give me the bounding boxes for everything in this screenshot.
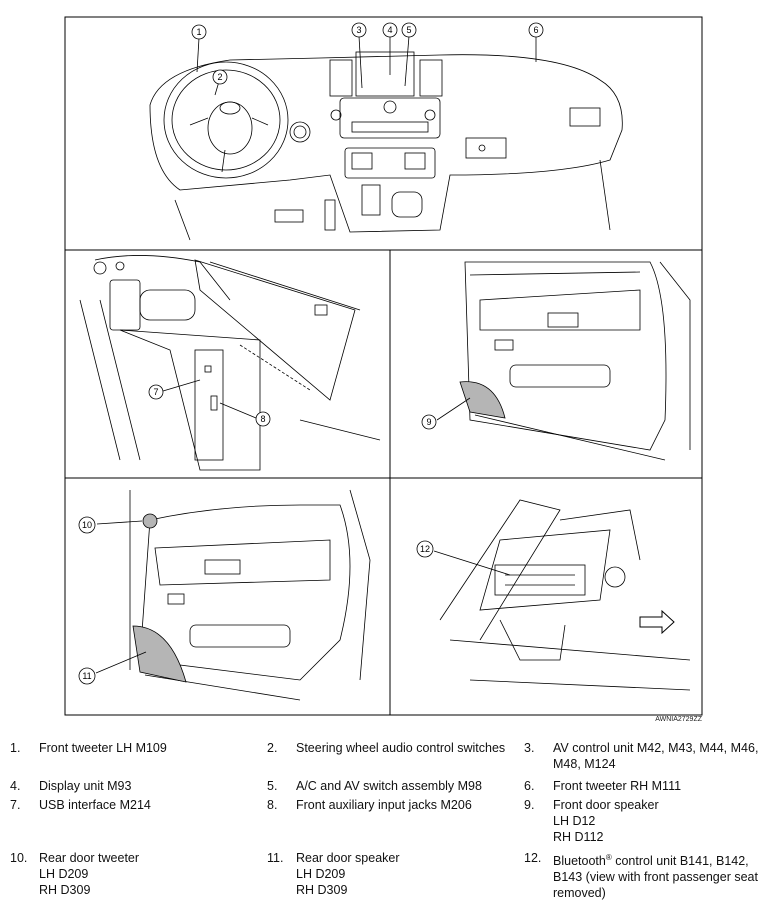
- legend-number: 2.: [267, 741, 278, 755]
- svg-text:11: 11: [82, 671, 91, 681]
- callout-12: 12: [416, 540, 434, 558]
- legend-text: Rear door speaker LH D209 RH D309: [296, 851, 400, 897]
- svg-text:9: 9: [426, 417, 431, 427]
- legend-number: 11.: [267, 851, 284, 865]
- under-seat-illustration: [439, 499, 691, 691]
- console-illustration: [79, 255, 381, 471]
- bluetooth-label: Bluetooth: [553, 854, 606, 869]
- legend-number: 9.: [524, 798, 535, 812]
- bluetooth-control-unit: [494, 564, 586, 596]
- legend-number: 12.: [524, 851, 542, 865]
- svg-text:5: 5: [406, 25, 411, 35]
- callout-3: 3: [351, 22, 367, 38]
- usb-interface: [194, 349, 224, 461]
- callout-2: 2: [212, 69, 228, 85]
- legend-number: 4.: [10, 779, 21, 793]
- legend-text: Steering wheel audio control switches: [296, 741, 506, 755]
- rear-door-speaker-highlight: [132, 625, 187, 683]
- legend-number: 5.: [267, 779, 278, 793]
- dashboard-illustration: [149, 51, 623, 241]
- legend-text: Front tweeter LH M109: [39, 741, 167, 755]
- registered-mark: ®: [605, 853, 612, 862]
- rear-door-tweeter-highlight: [142, 513, 158, 529]
- callout-9: 9: [421, 414, 437, 430]
- legend-number: 8.: [267, 798, 278, 812]
- callout-11: 11: [78, 667, 96, 685]
- legend-text: Front tweeter RH M111: [553, 779, 682, 793]
- svg-text:3: 3: [356, 25, 361, 35]
- legend-text: Rear door tweeter LH D209 RH D309: [39, 851, 140, 897]
- legend-text: USB interface M214: [39, 798, 151, 812]
- legend: 1. Front tweeter LH M109 2. Steering whe…: [0, 738, 774, 908]
- svg-text:10: 10: [82, 520, 92, 530]
- svg-text:1: 1: [196, 27, 201, 37]
- legend-text: A/C and AV switch assembly M98: [296, 779, 482, 793]
- legend-number: 6.: [524, 779, 535, 793]
- legend-text: Bluetooth® control unit B141, B142, B143…: [553, 850, 774, 901]
- svg-text:7: 7: [153, 387, 158, 397]
- front-door-speaker-highlight: [459, 381, 506, 419]
- callout-4: 4: [382, 22, 398, 38]
- legend-text: Front auxiliary input jacks M206: [296, 798, 472, 812]
- front-door-illustration: [459, 261, 691, 461]
- legend-number: 3.: [524, 741, 535, 755]
- svg-text:2: 2: [217, 72, 222, 82]
- steering-wheel: [163, 61, 289, 179]
- callout-10: 10: [78, 516, 96, 534]
- svg-text:6: 6: [533, 25, 538, 35]
- legend-text: AV control unit M42, M43, M44, M46, M48,…: [553, 741, 759, 771]
- legend-text: Front door speaker LH D12 RH D112: [553, 798, 659, 844]
- callout-5: 5: [401, 22, 417, 38]
- callout-7: 7: [148, 384, 164, 400]
- callout-8: 8: [255, 411, 271, 427]
- svg-text:4: 4: [387, 25, 392, 35]
- figure-code: AWNIA2729ZZ: [655, 716, 703, 723]
- display-unit: [355, 51, 415, 97]
- rear-door-illustration: [129, 489, 371, 701]
- bluetooth-unit-text: control unit B141, B142, B143 (view with…: [553, 854, 758, 901]
- svg-text:8: 8: [260, 414, 265, 424]
- callout-6: 6: [528, 22, 544, 38]
- front-direction-arrow: [639, 609, 675, 635]
- figure-frame: [64, 16, 703, 716]
- legend-number: 10.: [10, 851, 28, 865]
- legend-text: Display unit M93: [39, 779, 132, 793]
- component-location-figure: 1 2 3 4 5 6 7 8 9 10 11 12 AWNIA2729ZZ: [64, 16, 703, 723]
- legend-number: 7.: [10, 798, 21, 812]
- legend-number: 1.: [10, 741, 21, 755]
- svg-text:12: 12: [420, 544, 430, 554]
- callout-1: 1: [191, 24, 207, 40]
